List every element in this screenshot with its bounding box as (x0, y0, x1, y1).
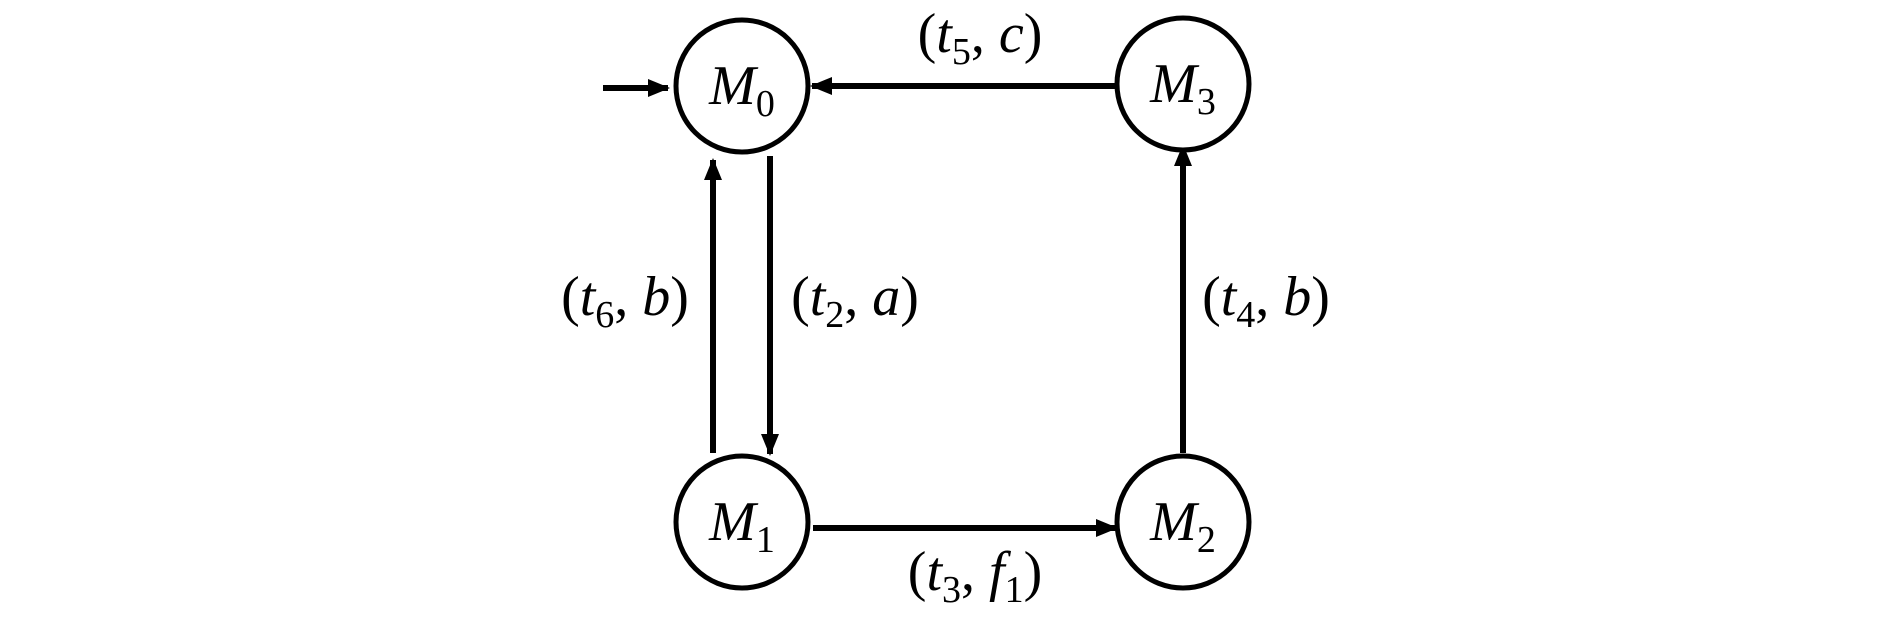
event-symbol: b (1283, 266, 1311, 328)
svg-text:M1: M1 (708, 491, 775, 561)
transition-symbol: t (936, 3, 953, 65)
state-node-m3: M3 (1114, 15, 1252, 153)
transition-symbol: t (580, 266, 597, 328)
node-base: M (1149, 491, 1200, 553)
edge-label-m1-m0: (t6, b) (561, 266, 689, 336)
node-base: M (708, 491, 759, 553)
transition-symbol: t (1221, 266, 1238, 328)
svg-text:M3: M3 (1149, 53, 1216, 123)
state-node-m2: M2 (1114, 453, 1252, 591)
transition-subscript: 3 (942, 569, 961, 611)
transition-subscript: 4 (1236, 294, 1255, 336)
node-base: M (708, 55, 759, 117)
state-node-m0: M0 (673, 17, 811, 155)
transition-subscript: 5 (952, 31, 971, 73)
event-subscript: 1 (1005, 569, 1024, 611)
event-symbol: b (642, 266, 670, 328)
edge-label-m1-m2: (t3, f1) (908, 541, 1042, 611)
state-node-m1: M1 (673, 453, 811, 591)
svg-text:M0: M0 (708, 55, 775, 125)
event-symbol: c (999, 3, 1024, 65)
node-subscript: 3 (1197, 81, 1216, 123)
svg-text:M2: M2 (1149, 491, 1216, 561)
node-subscript: 1 (756, 519, 775, 561)
node-subscript: 2 (1197, 519, 1216, 561)
event-symbol: a (872, 266, 900, 328)
transition-subscript: 2 (825, 294, 844, 336)
edge-label-m3-m0: (t5, c) (918, 3, 1043, 73)
node-subscript: 0 (756, 83, 775, 125)
transition-symbol: t (810, 266, 827, 328)
transition-symbol: t (926, 541, 943, 603)
transition-subscript: 6 (595, 294, 614, 336)
edge-label-m2-m3: (t4, b) (1202, 266, 1330, 336)
node-base: M (1149, 53, 1200, 115)
edge-label-m0-m1: (t2, a) (791, 266, 919, 336)
